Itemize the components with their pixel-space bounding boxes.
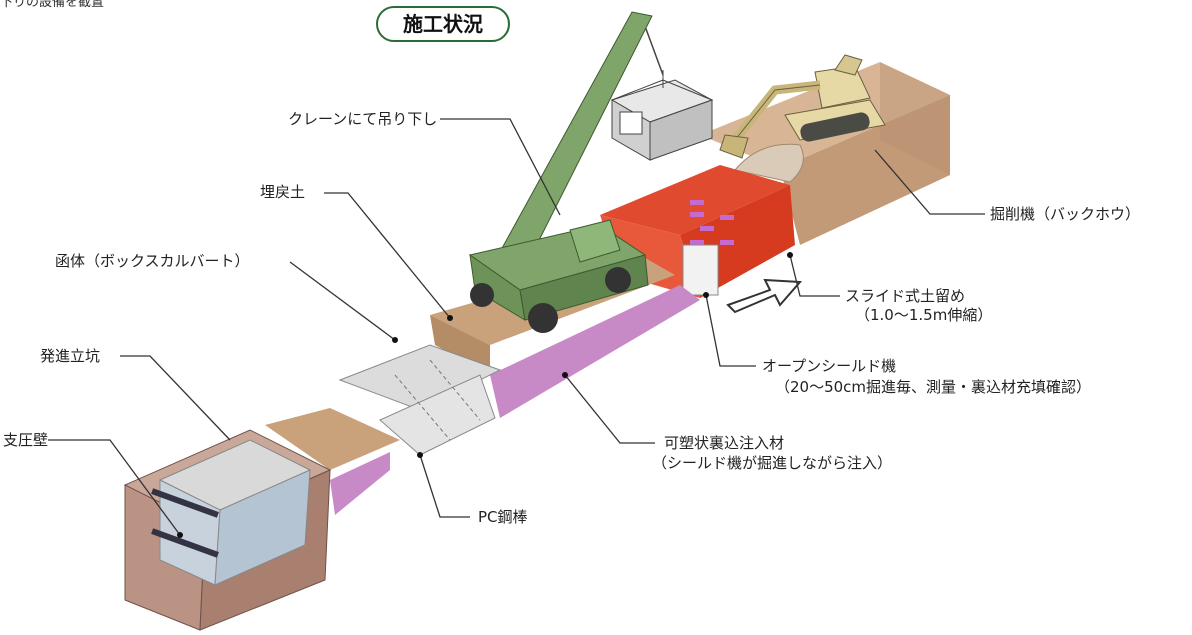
backfill-front bbox=[430, 315, 490, 375]
shield-face bbox=[682, 244, 719, 296]
grout-side bbox=[490, 285, 700, 418]
grout-side-2 bbox=[330, 452, 390, 515]
ground-side bbox=[780, 95, 950, 245]
box-top bbox=[338, 344, 502, 411]
label-slide-retaining-note: （1.0〜1.5m伸縮） bbox=[855, 306, 993, 324]
backfill-near bbox=[265, 408, 400, 470]
soil-mound bbox=[734, 143, 804, 183]
suspended-box-drawing bbox=[610, 70, 714, 161]
label-crane: クレーンにて吊り下し bbox=[288, 110, 438, 128]
shaft-drawing bbox=[123, 429, 332, 631]
diagram-title: 施工状況 bbox=[376, 6, 510, 42]
label-pc-bar: PC鋼棒 bbox=[478, 508, 528, 526]
shield-front bbox=[600, 215, 700, 298]
label-open-shield-note: （20〜50cm掘進毎、測量・裏込材充填確認） bbox=[775, 378, 1092, 396]
leader-lines bbox=[48, 118, 985, 536]
label-slide-retaining: スライド式土留め bbox=[845, 287, 966, 305]
label-launch-shaft: 発進立坑 bbox=[40, 347, 101, 365]
ground-end bbox=[880, 62, 950, 175]
label-grout-note: （シールド機が掘進しながら注入） bbox=[652, 454, 893, 472]
advance-arrow bbox=[726, 278, 803, 314]
label-box-culvert: 函体（ボックスカルバート） bbox=[55, 252, 250, 270]
excavator-drawing bbox=[719, 54, 886, 159]
crane-drawing bbox=[468, 11, 664, 333]
corner-caption: 下りの設備を截置 bbox=[0, 0, 105, 10]
label-grout: 可塑状裏込注入材 bbox=[664, 434, 785, 452]
label-backfill: 埋戻土 bbox=[260, 183, 306, 201]
label-excavator: 掘削機（バックホウ） bbox=[990, 205, 1141, 223]
label-support-wall: 支圧壁 bbox=[3, 431, 49, 449]
label-open-shield: オープンシールド機 bbox=[762, 357, 897, 375]
box-top-2 bbox=[379, 374, 496, 456]
